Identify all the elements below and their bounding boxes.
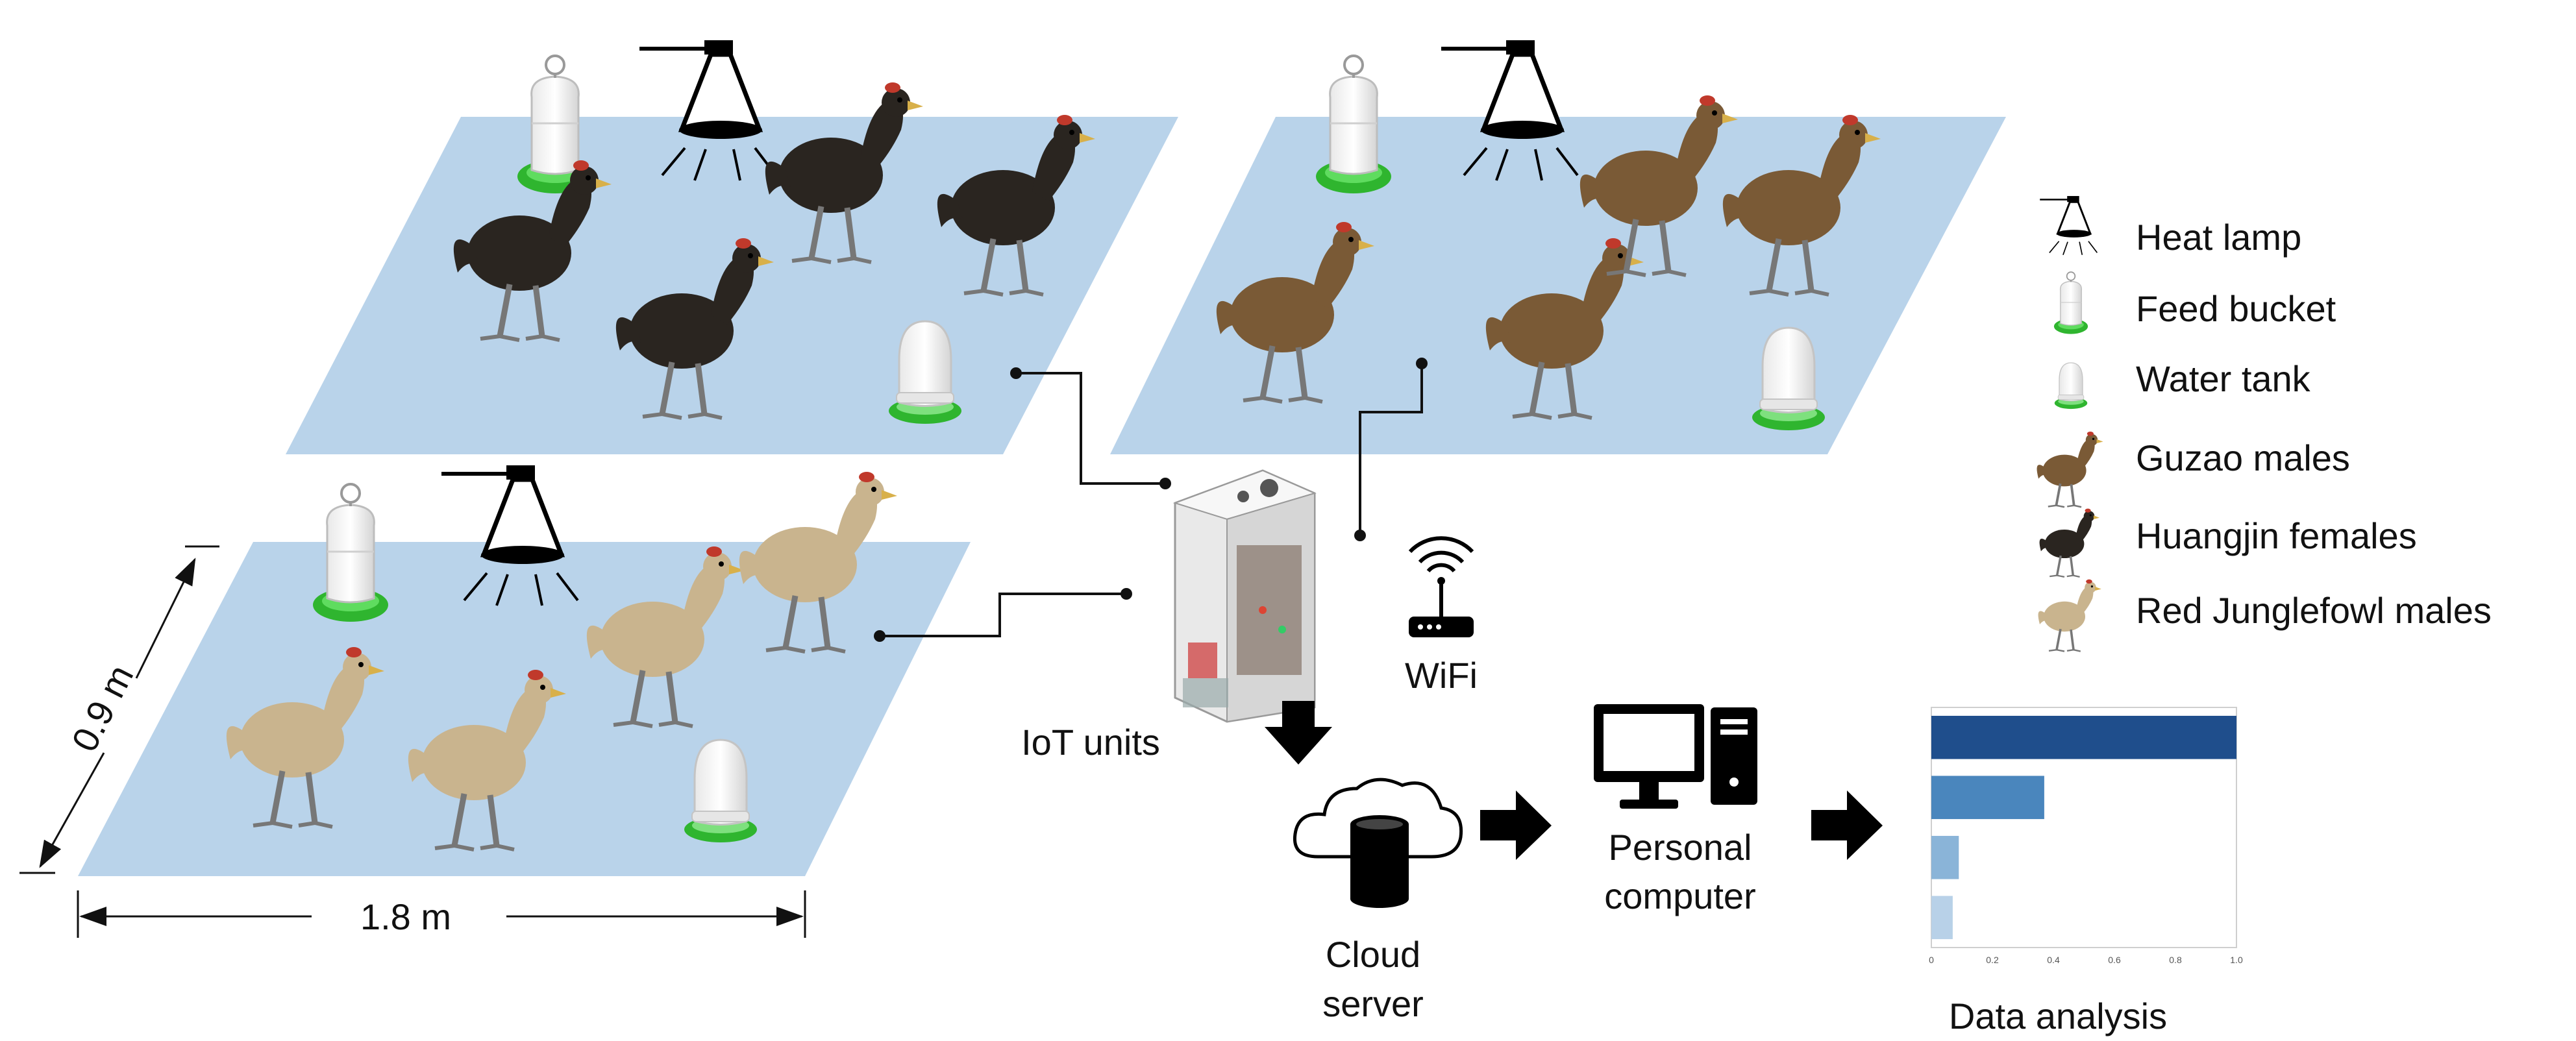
guzao-chicken-icon — [2035, 430, 2105, 509]
legend-label-heat-lamp: Heat lamp — [2136, 217, 2301, 258]
junglefowl-chicken-icon — [2037, 578, 2103, 653]
pen-floor — [1110, 117, 2006, 454]
cloud-server-icon — [1293, 778, 1463, 908]
legend-label-water-tank: Water tank — [2136, 358, 2311, 399]
width-dimension-label: 1.8 m — [360, 896, 451, 937]
chart-bar — [1931, 835, 1959, 879]
personal-computer-icon — [1594, 704, 1757, 809]
guzao-pen — [1110, 40, 2006, 454]
iot-units-label: IoT units — [1021, 722, 1160, 763]
heat-lamp-icon — [2038, 195, 2098, 256]
wifi-router-icon — [1408, 536, 1474, 637]
cloud-server-label-line2: server — [1322, 983, 1424, 1024]
chart-bar — [1931, 896, 1953, 940]
chart-tick-label: 0.2 — [1986, 955, 1999, 965]
junglefowl-pen — [78, 465, 971, 876]
cloud-server-label: Cloud — [1326, 934, 1420, 975]
chart-bar — [1931, 715, 2236, 759]
data-analysis-chart: 0 0.2 0.4 0.6 0.8 1.0 — [1929, 707, 2243, 965]
feed-bucket-icon — [2053, 271, 2089, 335]
iot-unit-device — [1172, 469, 1317, 723]
legend: Heat lamp Feed bucket Water tank Guzao m… — [2035, 195, 2492, 653]
chart-tick-label: 0 — [1929, 955, 1934, 965]
chart-tick-label: 0.8 — [2169, 955, 2182, 965]
legend-label-guzao: Guzao males — [2136, 437, 2350, 478]
chart-tick-label: 0.6 — [2108, 955, 2121, 965]
arrow-right-icon — [1480, 790, 1552, 860]
personal-computer-label: Personal — [1608, 827, 1752, 868]
arrow-down-icon — [1265, 701, 1332, 765]
legend-label-junglefowl: Red Junglefowl males — [2136, 590, 2492, 631]
legend-label-feed-bucket: Feed bucket — [2136, 288, 2336, 329]
huangjin-chicken-icon — [2038, 507, 2101, 578]
depth-dimension-label: 0.9 m — [64, 658, 142, 757]
personal-computer-label-line2: computer — [1604, 876, 1755, 916]
chart-tick-label: 0.4 — [2047, 955, 2060, 965]
huangjin-pen — [286, 40, 1178, 454]
iot-cables — [874, 358, 1428, 642]
arrow-right-icon — [1811, 790, 1883, 860]
water-tank-icon — [2054, 362, 2088, 410]
chart-tick-label: 1.0 — [2230, 955, 2243, 965]
chart-bar — [1931, 776, 2044, 820]
wifi-label: WiFi — [1405, 655, 1478, 696]
legend-label-huangjin: Huangjin females — [2136, 515, 2417, 556]
data-analysis-label: Data analysis — [1949, 996, 2167, 1036]
